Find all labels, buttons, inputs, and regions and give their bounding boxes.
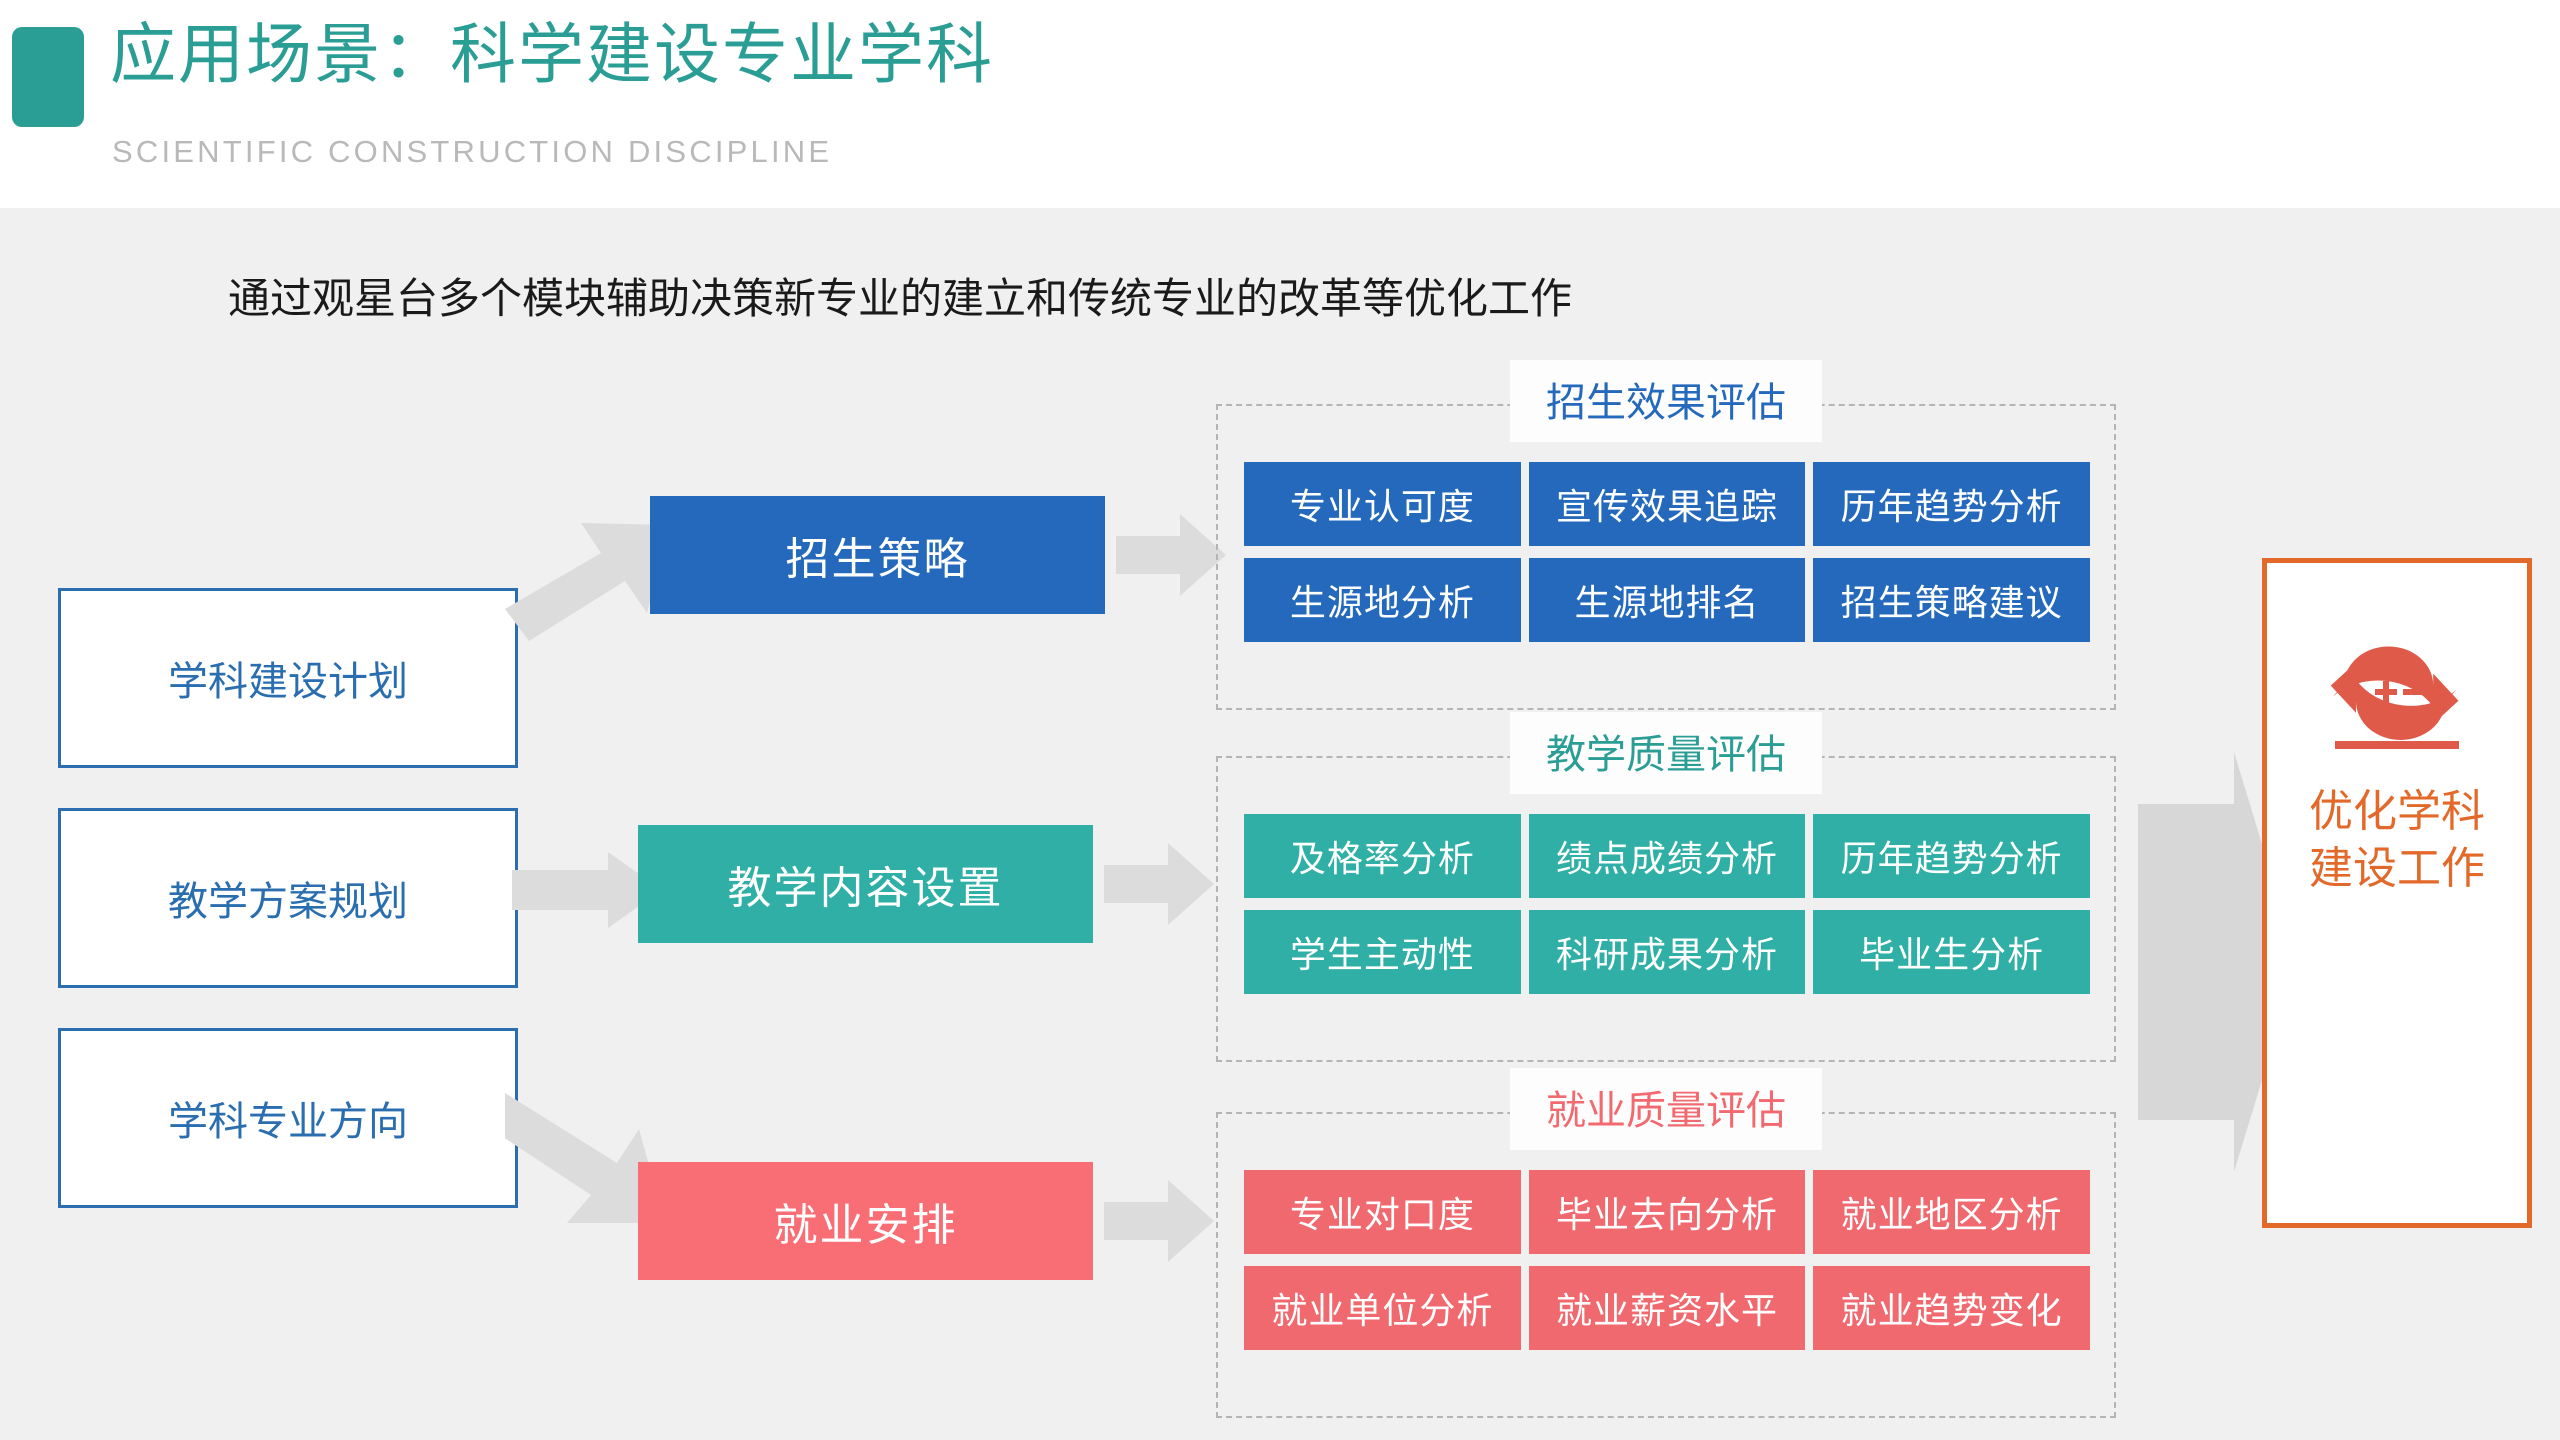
group-title: 就业质量评估 — [1510, 1068, 1822, 1150]
group-title: 教学质量评估 — [1510, 712, 1822, 794]
tag-item[interactable]: 就业地区分析 — [1813, 1170, 2090, 1254]
source-box-major-direction[interactable]: 学科专业方向 — [58, 1028, 518, 1208]
source-box-discipline-plan[interactable]: 学科建设计划 — [58, 588, 518, 768]
tag-item[interactable]: 绩点成绩分析 — [1528, 814, 1806, 898]
flow-arrow-right-2 — [1104, 843, 1214, 925]
result-panel-optimize-discipline[interactable]: 优化学科 建设工作 — [2262, 558, 2532, 1228]
source-box-teaching-plan[interactable]: 教学方案规划 — [58, 808, 518, 988]
recycle-plus-minus-icon — [2330, 646, 2459, 749]
tag-item[interactable]: 就业趋势变化 — [1813, 1266, 2090, 1350]
result-label: 优化学科 建设工作 — [2267, 783, 2527, 897]
source-box-label: 教学方案规划 — [168, 880, 408, 924]
tag-item[interactable]: 宣传效果追踪 — [1528, 462, 1806, 546]
connector-arrow-up-right-1 — [505, 523, 671, 641]
lead-sentence: 通过观星台多个模块辅助决策新专业的建立和传统专业的改革等优化工作 — [228, 275, 1573, 322]
stage-box-enrollment-strategy[interactable]: 招生策略 — [650, 496, 1105, 614]
tag-item[interactable]: 科研成果分析 — [1528, 910, 1806, 994]
page-subtitle: SCIENTIFIC CONSTRUCTION DISCIPLINE — [112, 134, 833, 169]
flow-arrow-right-3 — [1104, 1180, 1214, 1262]
stage-box-label: 招生策略 — [785, 535, 970, 584]
connector-arrow-down-right-3 — [505, 1093, 665, 1223]
group-panel-teaching-quality-evaluation: 教学质量评估 及格率分析 绩点成绩分析 历年趋势分析 学生主动性 科研成果分析 … — [1216, 712, 2116, 1062]
tag-item[interactable]: 及格率分析 — [1244, 814, 1521, 898]
tag-item[interactable]: 生源地分析 — [1244, 558, 1521, 642]
tag-item[interactable]: 专业认可度 — [1244, 462, 1521, 546]
group-panel-employment-quality-evaluation: 就业质量评估 专业对口度 毕业去向分析 就业地区分析 就业单位分析 就业薪资水平… — [1216, 1068, 2116, 1418]
tag-grid: 专业认可度 宣传效果追踪 历年趋势分析 生源地分析 生源地排名 招生策略建议 — [1244, 462, 2090, 642]
tag-item[interactable]: 生源地排名 — [1528, 558, 1806, 642]
source-box-label: 学科专业方向 — [168, 1100, 408, 1144]
header-accent-bar — [12, 27, 84, 127]
tag-item[interactable]: 毕业生分析 — [1813, 910, 2090, 994]
stage-box-label: 教学内容设置 — [727, 864, 1004, 913]
page-header: 应用场景：科学建设专业学科 SCIENTIFIC CONSTRUCTION DI… — [0, 0, 2560, 208]
tag-item[interactable]: 毕业去向分析 — [1528, 1170, 1806, 1254]
page-title: 应用场景：科学建设专业学科 — [110, 17, 994, 91]
group-title: 招生效果评估 — [1510, 360, 1822, 442]
connector-arrow-right-2 — [512, 852, 662, 928]
result-label-line2: 建设工作 — [2309, 844, 2485, 894]
stage-box-employment-arrangement[interactable]: 就业安排 — [638, 1162, 1093, 1280]
tag-item[interactable]: 招生策略建议 — [1813, 558, 2090, 642]
tag-item[interactable]: 学生主动性 — [1244, 910, 1521, 994]
tag-item[interactable]: 专业对口度 — [1244, 1170, 1521, 1254]
group-panel-enrollment-evaluation: 招生效果评估 专业认可度 宣传效果追踪 历年趋势分析 生源地分析 生源地排名 招… — [1216, 360, 2116, 710]
stage-box-label: 就业安排 — [773, 1201, 958, 1250]
source-box-label: 学科建设计划 — [168, 660, 408, 704]
tag-item[interactable]: 就业薪资水平 — [1528, 1266, 1806, 1350]
flow-arrow-right-1 — [1116, 514, 1226, 596]
tag-item[interactable]: 历年趋势分析 — [1813, 462, 2090, 546]
merge-arrow-right — [2138, 752, 2298, 1172]
result-label-line1: 优化学科 — [2309, 787, 2485, 836]
stage-box-teaching-content[interactable]: 教学内容设置 — [638, 825, 1093, 943]
tag-grid: 专业对口度 毕业去向分析 就业地区分析 就业单位分析 就业薪资水平 就业趋势变化 — [1244, 1170, 2090, 1350]
tag-grid: 及格率分析 绩点成绩分析 历年趋势分析 学生主动性 科研成果分析 毕业生分析 — [1244, 814, 2090, 994]
tag-item[interactable]: 就业单位分析 — [1244, 1266, 1521, 1350]
tag-item[interactable]: 历年趋势分析 — [1813, 814, 2090, 898]
